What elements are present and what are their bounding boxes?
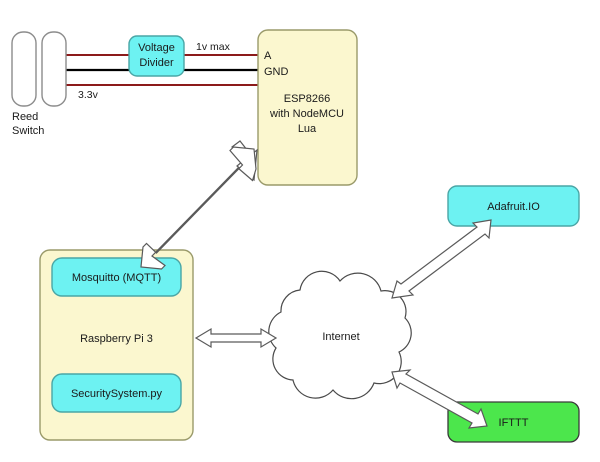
- reed-switch-body-right: [41, 31, 67, 107]
- ifttt-label: IFTTT: [499, 417, 529, 429]
- internet-cloud-shape: [268, 270, 412, 400]
- voltage-divider-box[interactable]: [128, 35, 185, 77]
- reed-switch-body-left: [11, 31, 37, 107]
- esp-pin-gnd-label: GND: [264, 66, 289, 78]
- voltage-divider-label-line2: Divider: [139, 57, 174, 69]
- esp8266-label-line1: ESP8266: [284, 93, 330, 105]
- arrow-esp-to-raspberry-pi: [140, 140, 258, 270]
- raspberry-pi-label: Raspberry Pi 3: [80, 333, 153, 345]
- arrow-shaft-esp-pi: [140, 146, 257, 270]
- arrow-shaft-internet-ifttt: [391, 369, 488, 429]
- esp8266-box[interactable]: [257, 29, 358, 186]
- arrow-internet-to-adafruit: [391, 219, 492, 299]
- esp-pin-a-label: A: [264, 50, 272, 62]
- security-system-script-label: SecuritySystem.py: [71, 388, 163, 400]
- esp8266-label-line3: Lua: [298, 123, 317, 135]
- adafruit-io-box[interactable]: [447, 185, 580, 227]
- security-system-script-box[interactable]: [51, 373, 182, 413]
- mosquitto-label: Mosquitto (MQTT): [72, 272, 161, 284]
- voltage-divider-label-line1: Voltage: [138, 42, 175, 54]
- internet-label: Internet: [322, 331, 359, 343]
- adafruit-io-label: Adafruit.IO: [487, 201, 540, 213]
- arrow-raspberry-pi-to-internet: [194, 327, 278, 349]
- wire-label-1v-max: 1v max: [196, 41, 231, 53]
- arrow-shaft-pi-internet: [194, 327, 278, 349]
- reed-switch-label-line1: Reed: [12, 111, 38, 123]
- wire-label-3v3: 3.3v: [78, 89, 99, 101]
- arrow-shaft-internet-adafruit: [391, 219, 492, 299]
- esp8266-label-line2: with NodeMCU: [269, 108, 344, 120]
- arrow-internet-to-ifttt: [391, 369, 488, 429]
- reed-switch-label-line2: Switch: [12, 125, 44, 137]
